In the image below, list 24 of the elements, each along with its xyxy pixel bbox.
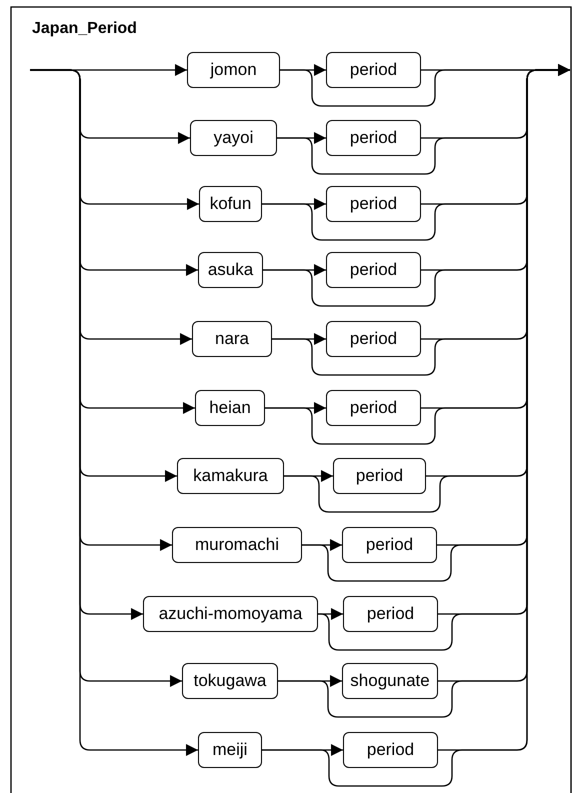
terminal-box: period bbox=[326, 120, 421, 156]
terminal-box: asuka bbox=[198, 252, 263, 288]
terminal-box: period bbox=[326, 321, 421, 357]
terminal-box: period bbox=[326, 390, 421, 426]
terminal-box: yayoi bbox=[190, 120, 277, 156]
terminal-box: period bbox=[343, 596, 438, 632]
terminal-box: muromachi bbox=[172, 527, 302, 563]
terminal-box: kofun bbox=[199, 186, 262, 222]
terminal-box: period bbox=[342, 527, 437, 563]
terminal-box: nara bbox=[192, 321, 272, 357]
terminal-box: period bbox=[343, 732, 438, 768]
diagram-title: Japan_Period bbox=[32, 20, 137, 38]
railroad-line bbox=[30, 69, 198, 756]
terminal-box: tokugawa bbox=[182, 663, 278, 699]
terminal-box: azuchi-momoyama bbox=[143, 596, 318, 632]
terminal-box: shogunate bbox=[342, 663, 438, 699]
terminal-box: period bbox=[326, 252, 421, 288]
terminal-box: meiji bbox=[198, 732, 262, 768]
terminal-box: kamakura bbox=[177, 458, 284, 494]
terminal-box: period bbox=[326, 52, 421, 88]
terminal-box: period bbox=[326, 186, 421, 222]
terminal-box: jomon bbox=[187, 52, 280, 88]
terminal-box: period bbox=[333, 458, 426, 494]
terminal-box: heian bbox=[195, 390, 265, 426]
